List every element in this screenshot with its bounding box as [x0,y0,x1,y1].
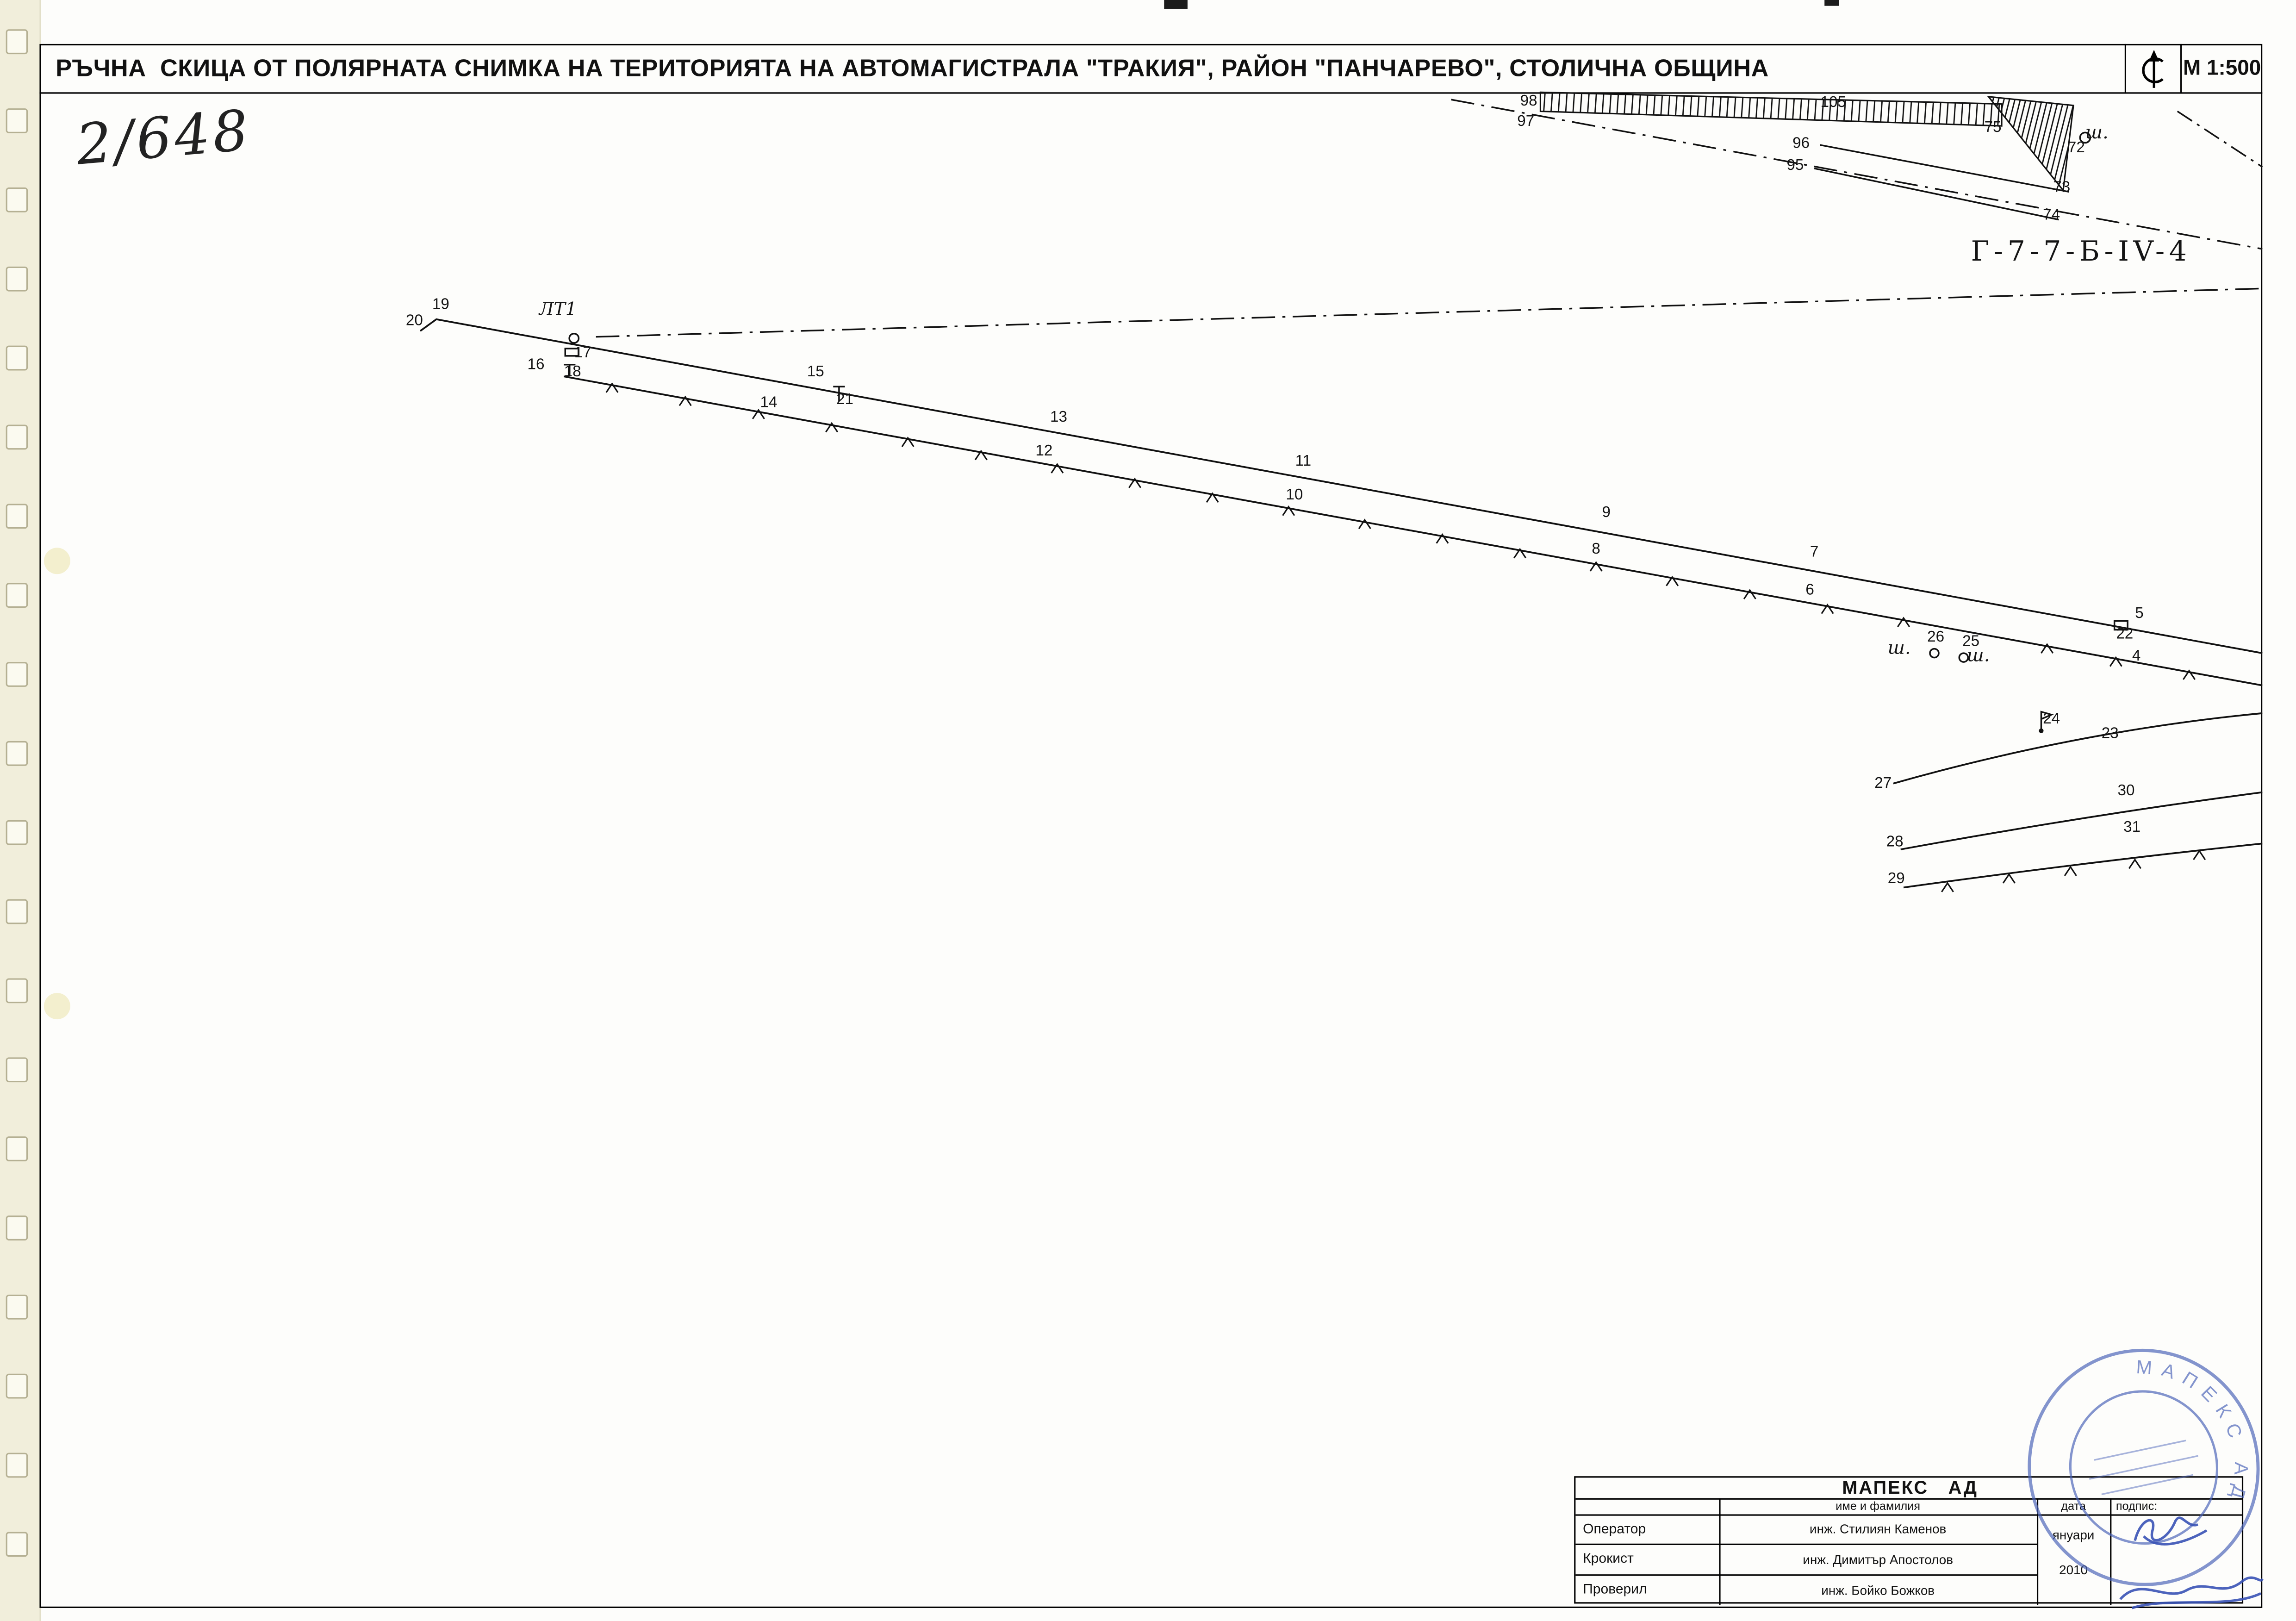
binding-hole [6,583,28,608]
survey-line-upper [419,318,2263,654]
row-operator-role: Оператор [1583,1521,1646,1537]
scan-artifact-mark [1164,0,1188,9]
curve-29 [1903,842,2263,889]
row-krokist-role: Крокист [1583,1551,1634,1567]
north-arrow-icon [2141,50,2163,88]
binding-hole [6,1373,28,1399]
survey-tick-marks [605,382,2196,680]
binding-hole [6,1532,28,1557]
hatched-strip [1539,91,2003,127]
hatched-fan [1986,95,2074,193]
row-checker-name: инж. Бойко Божков [1821,1582,1935,1597]
binding-hole [6,1216,28,1241]
binding-hole [6,1136,28,1161]
binding-hole [6,1453,28,1478]
shaft-circle-25 [1958,652,1969,663]
curve-tick-marks [1941,849,2206,892]
curve-27-23 [1893,712,2263,785]
marker-rect-22 [2113,620,2128,631]
svg-text:МАПЕКС АД: МАПЕКС АД [2131,1341,2263,1526]
curve-28-30-31 [1900,791,2263,850]
survey-line-lower [563,375,2263,686]
binding-hole [6,1057,28,1083]
drawing-frame [39,44,2263,1608]
table-line [2110,1498,2112,1605]
binding-hole [6,108,28,133]
binding-hole [6,345,28,371]
binding-hole [6,187,28,212]
company-stamp: МАПЕКС АД [2028,1341,2263,1586]
binding-hole [6,662,28,687]
boundary-dashdot-upper [1451,99,2263,250]
binding-hole [6,978,28,1004]
binding-hole [6,504,28,529]
table-line [1575,1543,2037,1546]
spiral-binding-edge [0,0,41,1621]
binding-hole [6,266,28,292]
company-name: МАПЕКС АД [1842,1478,1979,1498]
stamp-text: МАПЕКС АД [2131,1341,2263,1526]
row-operator-name: инж. Стилиян Каменов [1810,1521,1947,1536]
binding-hole [6,820,28,845]
shaft-circle-72 [2079,131,2091,144]
edge-line-96-73 [1820,144,2069,193]
table-line [1575,1514,2242,1516]
shaft-circle-26 [1929,648,1940,659]
flag-marker-24 [2040,711,2054,731]
title-bar: РЪЧНА СКИЦА ОТ ПОЛЯРНАТА СНИМКА НА ТЕРИТ… [39,44,2263,94]
marker-rect-17 [564,348,579,357]
table-line [1719,1498,1721,1605]
edge-line-95-74 [1814,168,2059,221]
date-month: януари [2052,1527,2095,1542]
binding-hole [6,899,28,924]
punch-hole-spot [44,548,70,574]
page-title: РЪЧНА СКИЦА ОТ ПОЛЯРНАТА СНИМКА НА ТЕРИТ… [56,56,1769,82]
table-line [1575,1574,2037,1577]
station-circle-lt1 [568,332,580,344]
binding-hole [6,29,28,55]
binding-hole [6,741,28,766]
boundary-dashdot-lower [596,287,2263,338]
north-arrow-box [2124,44,2180,94]
row-checker-role: Проверил [1583,1582,1647,1598]
marker-t-21 [833,386,845,401]
header-signature: подпис: [2116,1499,2158,1513]
marker-t-18 [564,364,576,377]
binding-hole [6,424,28,450]
boundary-dashdot-corner [2177,111,2263,168]
row-krokist-name: инж. Димитър Апостолов [1803,1552,1953,1566]
binding-hole [6,1294,28,1320]
scale-label: М 1:500 [2183,57,2261,81]
title-block: МАПЕКС АД име и фамилия дата подпис: Опе… [1574,1476,2244,1605]
scan-artifact-mark [1824,0,1839,6]
punch-hole-spot [44,993,70,1020]
scale-box: М 1:500 [2180,44,2262,94]
flag-base-24 [2039,728,2044,733]
table-line [2036,1498,2039,1605]
table-line [1575,1498,2242,1500]
header-name: име и фамилия [1836,1499,1921,1513]
